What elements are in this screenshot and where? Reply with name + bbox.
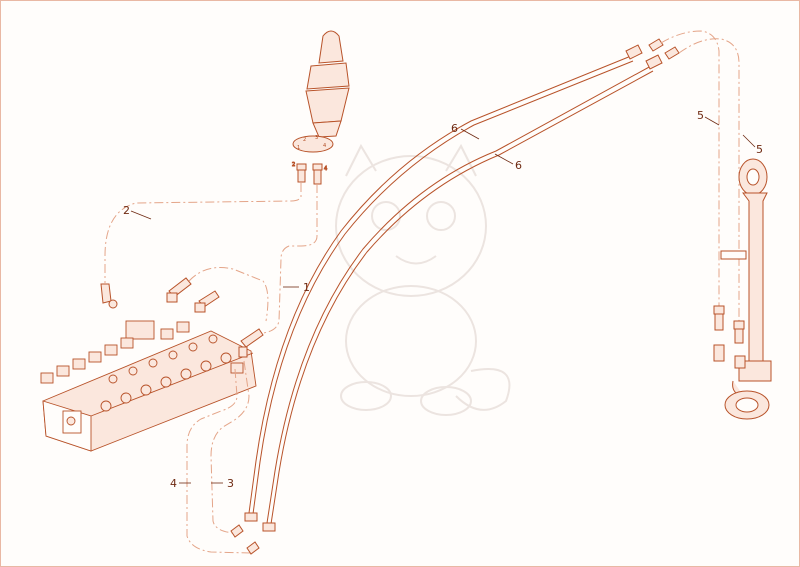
hose-2: [104, 183, 302, 284]
port-label-1: 1: [297, 145, 300, 151]
hose-5-left: [660, 30, 720, 306]
hose-1: [262, 184, 318, 334]
leader-lines: [130, 116, 756, 484]
port-label-2: 2: [303, 137, 306, 143]
port-label-4: 4: [323, 143, 326, 149]
callout-6-left: 6: [451, 122, 458, 135]
callout-5-right: 5: [756, 143, 763, 156]
callout-2: 2: [123, 204, 130, 217]
callout-1: 1: [303, 281, 310, 294]
control-valve-block: [40, 320, 257, 452]
valve-fittings: [100, 277, 264, 358]
joystick-handle: [305, 30, 350, 138]
hydraulic-cylinder: [720, 158, 772, 420]
bottom-hose-fittings: [230, 524, 260, 555]
callout-4: 4: [170, 477, 177, 490]
hose-6-left: [248, 55, 634, 515]
hose-4: [186, 368, 252, 554]
callout-6-right: 6: [515, 159, 522, 172]
hose-6-right: [266, 65, 654, 525]
hose-6-fittings: [244, 38, 680, 532]
port-label-3: 3: [315, 135, 318, 141]
dragon-watermark: [335, 143, 511, 416]
fitting-label-2: 2: [292, 162, 295, 168]
joystick-port-plate: 2 3 4 1: [292, 135, 334, 153]
callout-3: 3: [227, 477, 234, 490]
hose-5-right: [678, 38, 740, 321]
joystick-fittings: 2 4: [292, 162, 328, 185]
fitting-label-4: 4: [324, 166, 327, 172]
callout-5-left: 5: [697, 109, 704, 122]
hose-loop-upper: [188, 267, 269, 322]
cylinder-fittings: [713, 305, 746, 369]
hose-3: [210, 360, 250, 534]
